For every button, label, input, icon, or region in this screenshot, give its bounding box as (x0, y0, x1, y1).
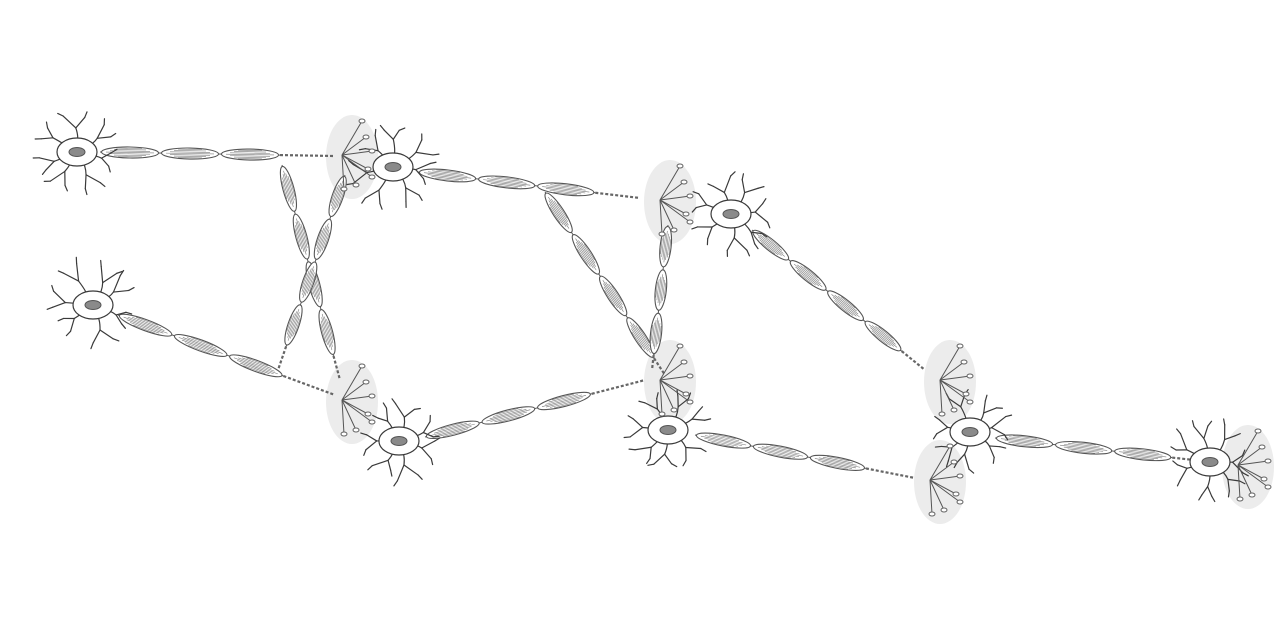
myelin-sheath (1055, 440, 1113, 455)
axon-n5-n8 (694, 432, 916, 480)
nucleus (84, 300, 102, 310)
axon-n1-n2 (99, 146, 336, 161)
myelin-sheath (864, 320, 902, 352)
neuron-n4 (46, 256, 135, 350)
axon-n3-n5 (424, 378, 646, 440)
terminal-n5-n8 (928, 443, 964, 517)
nucleus (384, 162, 402, 172)
myelin-sheath (537, 182, 595, 197)
nucleus (961, 427, 979, 437)
myelin-sheath (284, 304, 303, 346)
nucleus (1201, 457, 1219, 467)
axon-n1-n3 (279, 164, 342, 381)
myelin-sheath (418, 168, 477, 183)
nucleus (68, 147, 86, 157)
neuron-n2 (346, 124, 440, 210)
myelin-sheath (425, 420, 480, 440)
terminal-n6-n8-halo (924, 340, 976, 424)
myelin-sheath (229, 354, 283, 378)
terminal-n4-n3-halo (326, 360, 378, 444)
neuron-n1 (32, 111, 118, 196)
neuron-n3 (360, 398, 441, 487)
axon-n4-n2 (276, 174, 347, 371)
terminal-n1-n2-halo (326, 115, 378, 199)
axon-n6-n8 (751, 229, 926, 371)
myelin-sheath (118, 313, 173, 337)
axon-n4-n3 (117, 313, 336, 397)
nucleus (659, 425, 677, 435)
axon-n3-n7 (649, 224, 673, 371)
myelin-sheath (809, 454, 866, 471)
myelin-sheath (299, 261, 318, 303)
myelin-sheath (544, 192, 573, 234)
neuron-layer (32, 111, 1272, 517)
myelin-sheath (752, 229, 790, 261)
terminal-halo-layer (326, 115, 1274, 524)
myelin-sheath (654, 269, 668, 311)
myelin-sheath (160, 147, 220, 160)
myelin-sheath (313, 218, 333, 260)
myelin-sheath (318, 308, 336, 356)
terminal-n6-n8 (938, 343, 974, 417)
myelin-sheath (328, 175, 347, 218)
nucleus (390, 436, 408, 446)
myelin-sheath (1114, 447, 1172, 462)
myelin-sheath (220, 148, 280, 161)
myelin-sheath (995, 434, 1054, 449)
nucleus (722, 209, 740, 219)
myelin-sheath (789, 260, 827, 291)
terminal-n8-output (1236, 428, 1272, 502)
terminal-n5-n8-halo (914, 440, 966, 524)
myelin-sheath (100, 146, 160, 159)
myelin-sheath (173, 333, 228, 357)
myelin-sheath (571, 234, 601, 275)
myelin-sheath (695, 432, 752, 449)
myelin-sheath (537, 391, 591, 411)
axon-n8-output (994, 434, 1213, 464)
myelin-sheath (827, 290, 864, 322)
axon-n2-n5 (417, 168, 641, 200)
neuron-n5 (623, 389, 712, 468)
terminal-n3-n5 (658, 343, 694, 417)
terminal-n2-n5 (658, 163, 694, 237)
axon-layer (99, 146, 1213, 480)
myelin-sheath (649, 312, 663, 355)
myelin-sheath (481, 406, 536, 425)
myelin-sheath (752, 443, 809, 460)
neuron-n7 (932, 388, 1013, 474)
myelin-sheath (292, 213, 310, 260)
myelin-sheath (659, 225, 673, 268)
myelin-sheath (279, 165, 298, 212)
myelin-sheath (598, 275, 628, 317)
terminal-n1-n2 (340, 118, 376, 192)
terminal-n4-n3 (340, 363, 376, 437)
myelin-sheath (478, 175, 536, 190)
neuron-n6 (691, 171, 771, 257)
